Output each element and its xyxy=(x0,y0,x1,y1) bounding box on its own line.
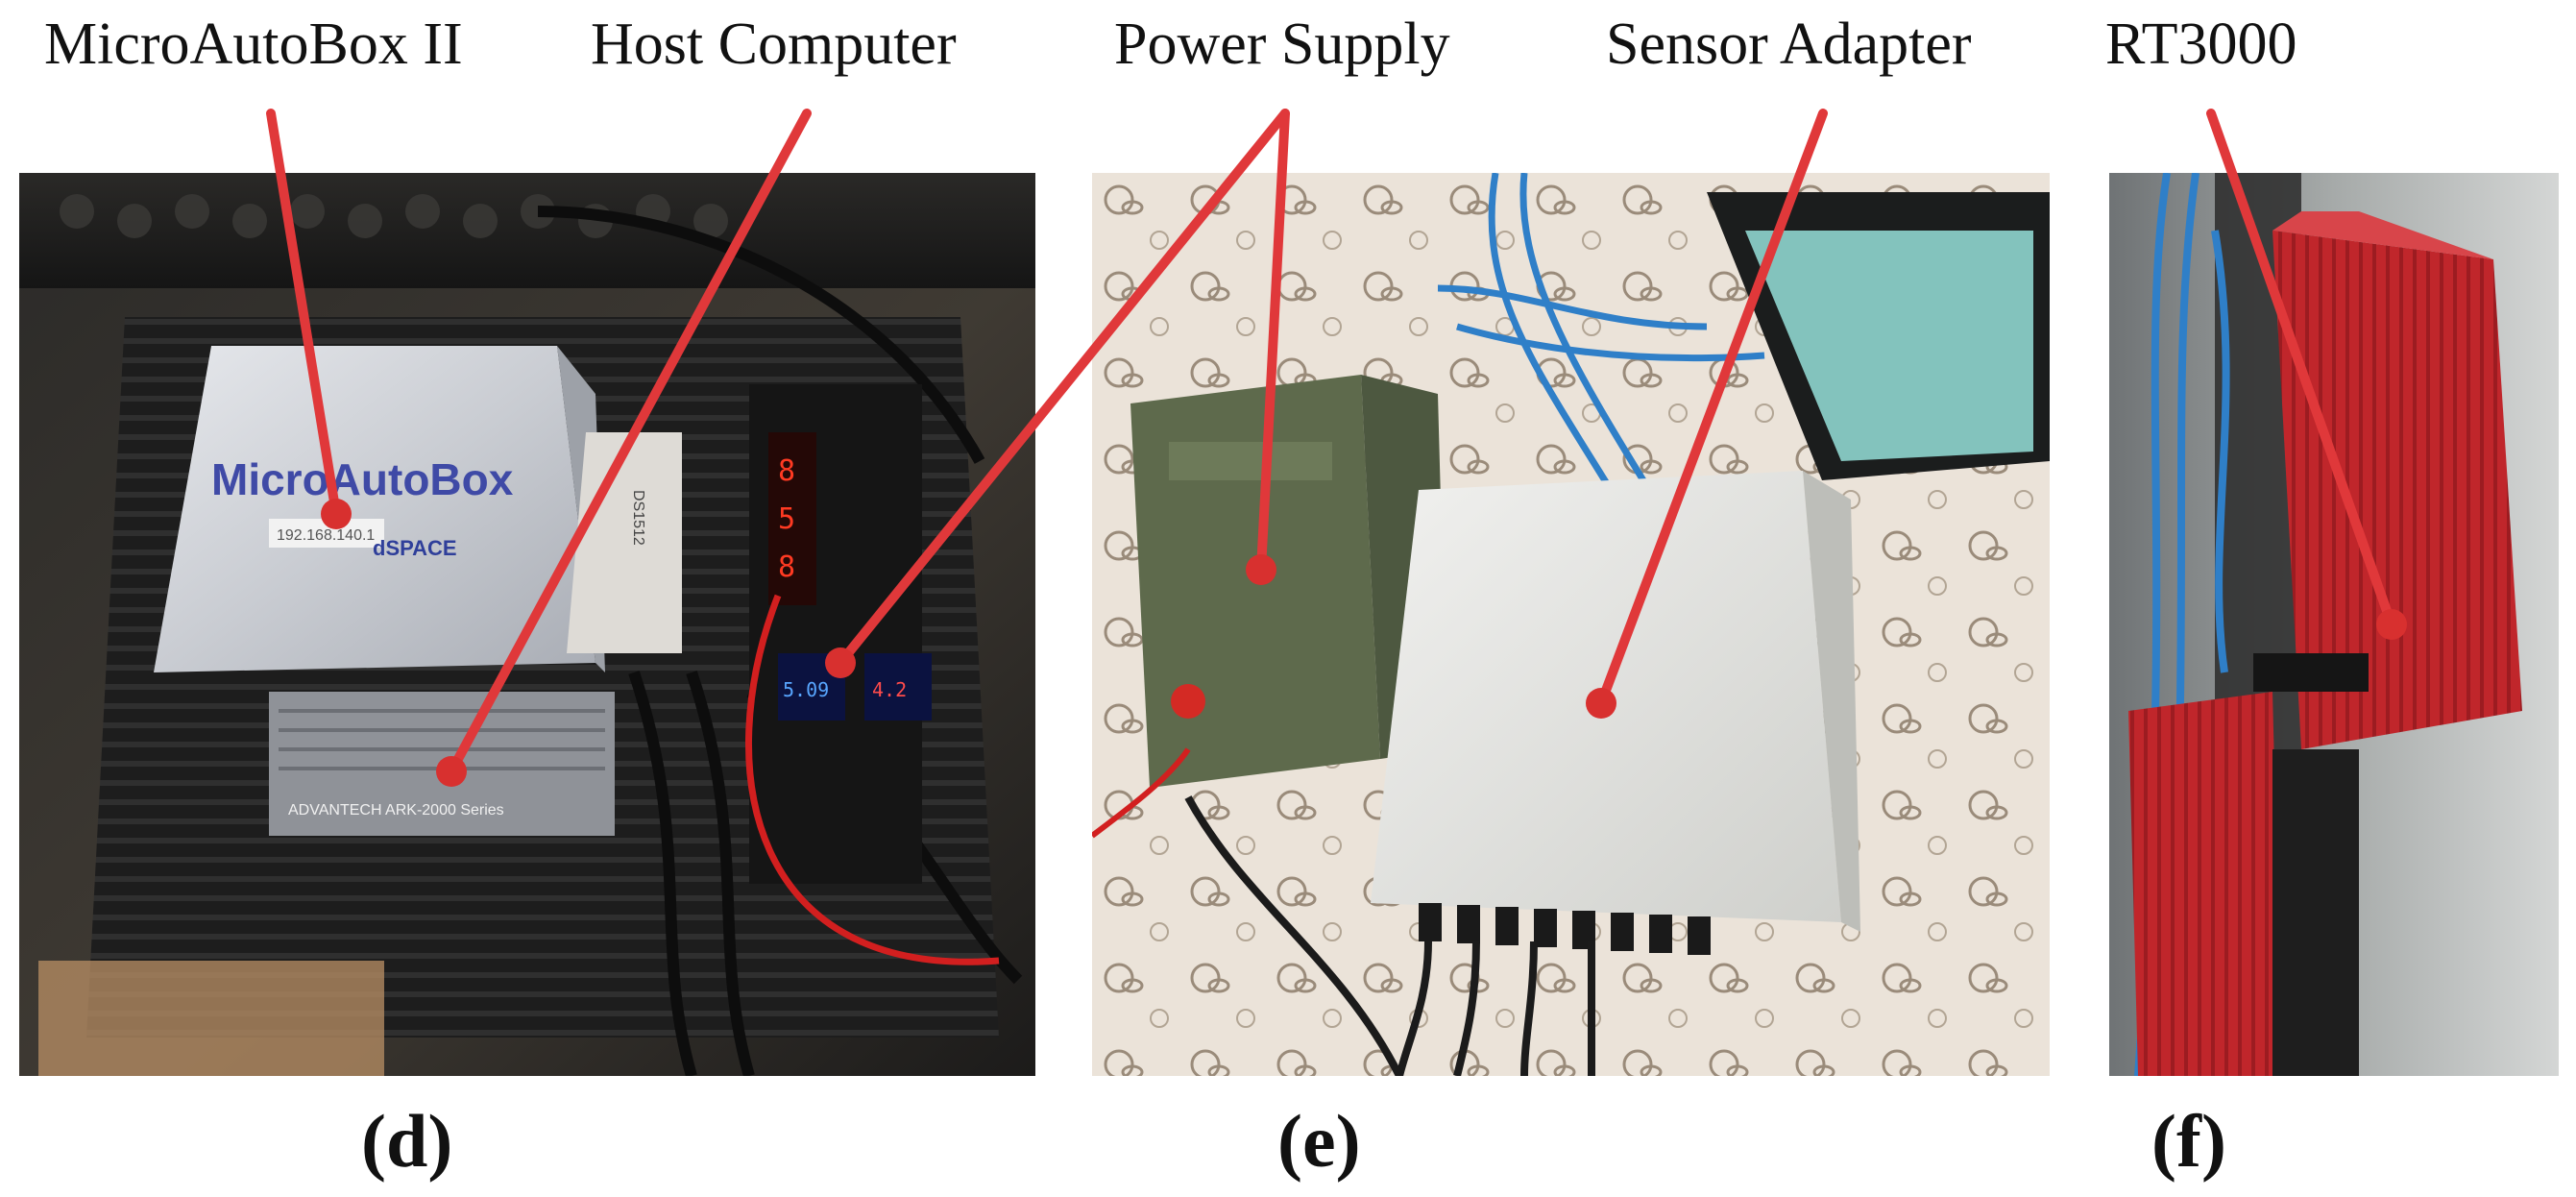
photo-e-illustration xyxy=(1092,173,2050,1076)
svg-text:5: 5 xyxy=(778,502,795,536)
ds1512-text: DS1512 xyxy=(630,490,646,546)
microautobox-brand-text: MicroAutoBox xyxy=(211,454,514,504)
svg-text:8: 8 xyxy=(778,550,795,584)
power-supply-panel: 8 5 8 5.09 4.2 xyxy=(749,384,932,884)
label-power-supply: Power Supply xyxy=(1114,12,1450,77)
meter-b-text: 4.2 xyxy=(872,678,907,701)
photo-f xyxy=(2109,173,2559,1076)
microautobox-unit: MicroAutoBox 192.168.140.1 dSPACE xyxy=(154,346,605,672)
svg-text:8: 8 xyxy=(778,454,795,488)
photo-d-illustration: MicroAutoBox 192.168.140.1 dSPACE DS1512… xyxy=(19,173,1035,1076)
label-rt3000: RT3000 xyxy=(2105,12,2297,77)
caption-d: (d) xyxy=(361,1099,453,1183)
ds1512-module: DS1512 xyxy=(567,432,682,653)
photo-d: MicroAutoBox 192.168.140.1 dSPACE DS1512… xyxy=(19,173,1035,1076)
caption-f: (f) xyxy=(2151,1099,2226,1183)
photo-f-illustration xyxy=(2109,173,2559,1076)
sensor-adapter-box xyxy=(1371,471,1860,955)
photo-e xyxy=(1092,173,2050,1076)
host-computer-unit: ADVANTECH ARK-2000 Series xyxy=(269,692,615,836)
advantech-text: ADVANTECH ARK-2000 Series xyxy=(288,802,504,818)
label-sensor-adapter: Sensor Adapter xyxy=(1606,12,1972,77)
ip-sticker-text: 192.168.140.1 xyxy=(277,527,375,544)
label-host-computer: Host Computer xyxy=(591,12,957,77)
dspace-text: dSPACE xyxy=(373,536,457,560)
label-microautobox: MicroAutoBox II xyxy=(44,12,463,77)
caption-e: (e) xyxy=(1277,1099,1361,1183)
meter-a-text: 5.09 xyxy=(783,678,829,701)
